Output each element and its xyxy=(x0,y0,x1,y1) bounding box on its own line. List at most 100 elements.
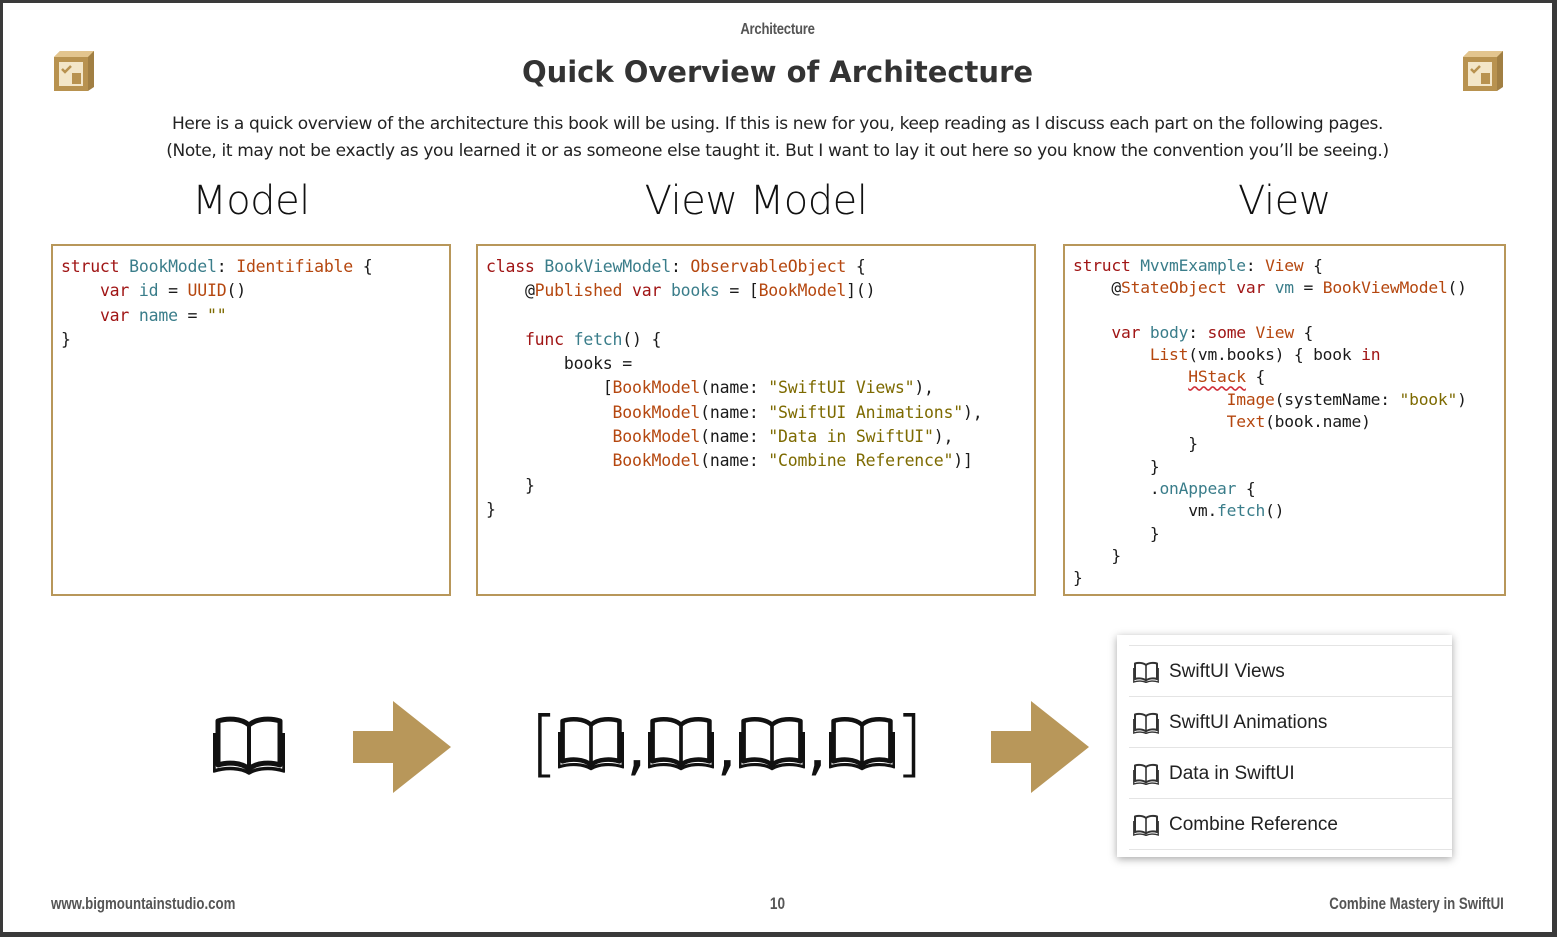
punct: () xyxy=(1265,501,1285,521)
type-name: BookModel xyxy=(758,281,847,301)
page-number: 10 xyxy=(769,894,786,913)
punct: @ xyxy=(1111,278,1122,298)
arrow-right-icon xyxy=(991,701,1089,793)
page-title: Quick Overview of Architecture xyxy=(521,55,1034,89)
punct: ), xyxy=(933,427,954,447)
punct: } xyxy=(61,329,71,349)
intro-line-1: Here is a quick overview of the architec… xyxy=(171,114,1384,134)
punct: } xyxy=(524,475,535,495)
punct: { xyxy=(1303,256,1323,275)
punct: ]() xyxy=(846,281,876,301)
footer-book-title: Combine Mastery in SwiftUI xyxy=(1329,894,1504,913)
array-close-bracket: ] xyxy=(895,701,924,785)
string-literal: "book" xyxy=(1399,389,1458,409)
punct: { xyxy=(846,257,866,276)
punct: (book.name) xyxy=(1265,412,1371,432)
punct: (vm.books) { book xyxy=(1188,345,1362,365)
book-icon xyxy=(1133,712,1159,734)
statement: books = xyxy=(563,354,633,374)
punct: } xyxy=(1073,568,1083,588)
book-icon xyxy=(1133,814,1159,836)
list-item-label: SwiftUI Animations xyxy=(1169,712,1328,733)
punct: : xyxy=(216,257,227,276)
punct: vm. xyxy=(1188,501,1218,521)
punct: : xyxy=(1188,322,1208,342)
string-literal: "Combine Reference" xyxy=(768,451,954,471)
protocol-name: View xyxy=(1265,256,1304,275)
list-item[interactable]: SwiftUI Views xyxy=(1117,647,1452,697)
function-name: fetch xyxy=(573,329,623,349)
punct: ) xyxy=(1457,389,1467,409)
type-name: Image xyxy=(1226,389,1275,409)
property-name: vm xyxy=(1274,278,1294,298)
punct: = xyxy=(1293,278,1323,298)
string-literal: "Data in SwiftUI" xyxy=(768,427,934,447)
keyword: var xyxy=(99,305,130,325)
punct: ), xyxy=(962,402,983,422)
list-item[interactable]: Data in SwiftUI xyxy=(1117,749,1452,799)
punct: () xyxy=(226,281,246,301)
punct xyxy=(603,451,613,470)
punct: = [ xyxy=(719,281,759,301)
list-separator xyxy=(1129,747,1452,748)
type-name: BookModel xyxy=(612,402,701,422)
punct: : xyxy=(1245,256,1256,275)
keyword: var xyxy=(1111,322,1141,342)
footer-website[interactable]: www.bigmountainstudio.com xyxy=(51,894,236,913)
array-open-bracket: [ xyxy=(530,701,559,785)
string-literal: "" xyxy=(207,305,227,325)
type-name: View xyxy=(1255,322,1295,342)
heading-model: Model xyxy=(192,178,310,224)
punct: { xyxy=(353,257,373,276)
punct: @ xyxy=(524,281,535,301)
punct: = xyxy=(177,305,208,325)
book-array: [ , , , ] xyxy=(530,701,924,785)
property-name: name xyxy=(138,305,178,325)
type-name: BookModel xyxy=(129,257,217,276)
type-name: UUID xyxy=(187,281,227,301)
list-item-label: SwiftUI Views xyxy=(1169,661,1285,682)
punct: (systemName: xyxy=(1274,389,1400,409)
type-name: MvvmExample xyxy=(1140,256,1246,275)
list-item[interactable]: Combine Reference xyxy=(1117,800,1452,850)
property-name: id xyxy=(138,281,159,301)
string-literal: "SwiftUI Animations" xyxy=(768,402,963,422)
keyword: func xyxy=(524,329,564,349)
type-name: Text xyxy=(1226,412,1266,432)
punct: : xyxy=(670,257,681,276)
array-separator: , xyxy=(716,710,737,784)
type-name: BookViewModel xyxy=(544,257,671,276)
heading-view-model: View Model xyxy=(644,178,868,224)
punct: [ xyxy=(602,378,613,398)
punct: } xyxy=(1188,434,1198,454)
arrow-right-icon xyxy=(353,701,451,793)
punct: = xyxy=(158,281,188,301)
list-separator xyxy=(1129,849,1452,850)
keyword: class xyxy=(486,257,535,276)
keyword: var xyxy=(1236,278,1266,298)
punct xyxy=(603,403,613,422)
book-icon xyxy=(558,716,625,771)
function-name: onAppear xyxy=(1159,478,1237,498)
list-separator xyxy=(1129,696,1452,697)
model-code: struct BookModel: Identifiable { var id … xyxy=(53,246,449,352)
punct: } xyxy=(1111,545,1122,565)
punct: (name: xyxy=(700,427,769,447)
book-logo-icon xyxy=(54,51,94,91)
list-separator xyxy=(1129,645,1452,646)
book-icon xyxy=(738,716,805,771)
keyword: var xyxy=(99,281,130,301)
protocol-name: ObservableObject xyxy=(690,257,847,276)
array-separator: , xyxy=(626,710,647,784)
punct: (name: xyxy=(700,402,769,422)
keyword: struct xyxy=(1073,256,1131,275)
list-item[interactable]: SwiftUI Animations xyxy=(1117,698,1452,748)
punct: (name: xyxy=(700,378,769,398)
protocol-name: Identifiable xyxy=(236,257,354,276)
attribute-name: StateObject xyxy=(1121,278,1227,298)
punct: () { xyxy=(622,329,662,349)
page: Architecture Quick Overview of Architect… xyxy=(3,3,1552,932)
punct: } xyxy=(1149,456,1160,476)
punct: (name: xyxy=(700,451,769,471)
view-model-code-box: class BookViewModel: ObservableObject { … xyxy=(476,244,1036,596)
